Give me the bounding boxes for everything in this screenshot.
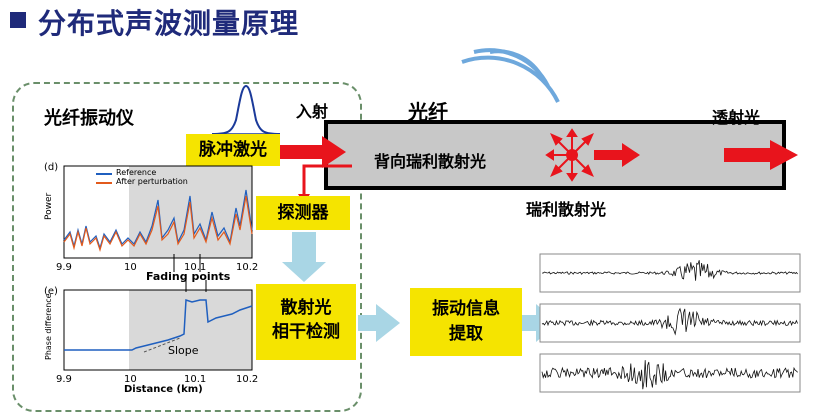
chart-d-xtick-1: 9.9 — [56, 262, 72, 273]
chart-e-ylabel: Phase difference — [44, 293, 53, 360]
chart-e-xtick-1: 9.9 — [56, 374, 72, 385]
chart-e-xlabel: Distance (km) — [124, 384, 203, 395]
right-arrow-blue-1 — [358, 304, 400, 342]
vibration-line2: 提取 — [449, 324, 483, 344]
series-after — [63, 195, 253, 253]
backscatter-arrow — [302, 164, 352, 196]
entry-arrow — [280, 136, 346, 168]
slope-dashed — [143, 337, 181, 353]
chart-d-tag: (d) — [44, 162, 59, 173]
laser-box: 脉冲激光 — [186, 134, 280, 166]
coherent-detection-box: 散射光 相干检测 — [256, 284, 356, 360]
entry-label: 入射 — [296, 102, 329, 121]
detector-box: 探测器 — [256, 196, 350, 230]
power-chart-shade — [129, 166, 252, 258]
vibration-line1: 振动信息 — [432, 299, 500, 319]
slide-title: 分布式声波测量原理 — [38, 7, 300, 40]
backscatter-label: 背向瑞利散射光 — [374, 152, 487, 171]
title-bullet — [10, 12, 26, 28]
chart-d-xtick-3: 10.1 — [184, 262, 207, 273]
chart-e-xtick-3: 10.1 — [184, 374, 207, 385]
phase-chart-frame — [63, 289, 253, 371]
phase-chart — [63, 280, 253, 371]
power-chart — [63, 165, 253, 272]
phase-series — [64, 298, 253, 351]
vibration-waveforms — [539, 253, 801, 393]
chart-d-xtick-2: 10 — [124, 262, 137, 273]
waveform-1 — [541, 260, 798, 281]
waveform-2 — [541, 307, 798, 336]
slope-label: Slope — [168, 344, 199, 357]
fading-points-label: Fading points — [146, 270, 231, 283]
sound-wave-1 — [461, 55, 560, 103]
scatter-rays — [545, 128, 594, 182]
sound-wave-3 — [489, 49, 542, 76]
chart-d-xtick-4: 10.2 — [236, 262, 259, 273]
waveform-3 — [541, 360, 798, 390]
legend-reference: Reference — [116, 168, 157, 177]
phase-chart-shade — [129, 290, 252, 370]
coherent-line2: 相干检测 — [272, 322, 340, 342]
forward-arrow — [594, 143, 640, 167]
down-arrow-blue — [282, 232, 326, 282]
chart-e-xtick-4: 10.2 — [236, 374, 259, 385]
legend-after: After perturbation — [116, 177, 188, 186]
transmitted-label: 透射光 — [712, 108, 761, 127]
chart-d-ylabel: Power — [44, 192, 54, 220]
coherent-line1: 散射光 — [280, 298, 332, 318]
chart-e-tag: (e) — [44, 286, 58, 297]
power-chart-frame — [63, 165, 253, 259]
vibration-extraction-box: 振动信息 提取 — [410, 288, 522, 356]
panel-label: 光纤振动仪 — [44, 108, 134, 129]
chart-e-xtick-2: 10 — [124, 374, 137, 385]
transmitted-arrow — [724, 140, 798, 170]
gaussian-pulse — [211, 84, 281, 135]
fiber-label: 光纤 — [408, 100, 448, 124]
rayleigh-label: 瑞利散射光 — [526, 200, 607, 219]
vibrometer-panel — [12, 82, 362, 412]
